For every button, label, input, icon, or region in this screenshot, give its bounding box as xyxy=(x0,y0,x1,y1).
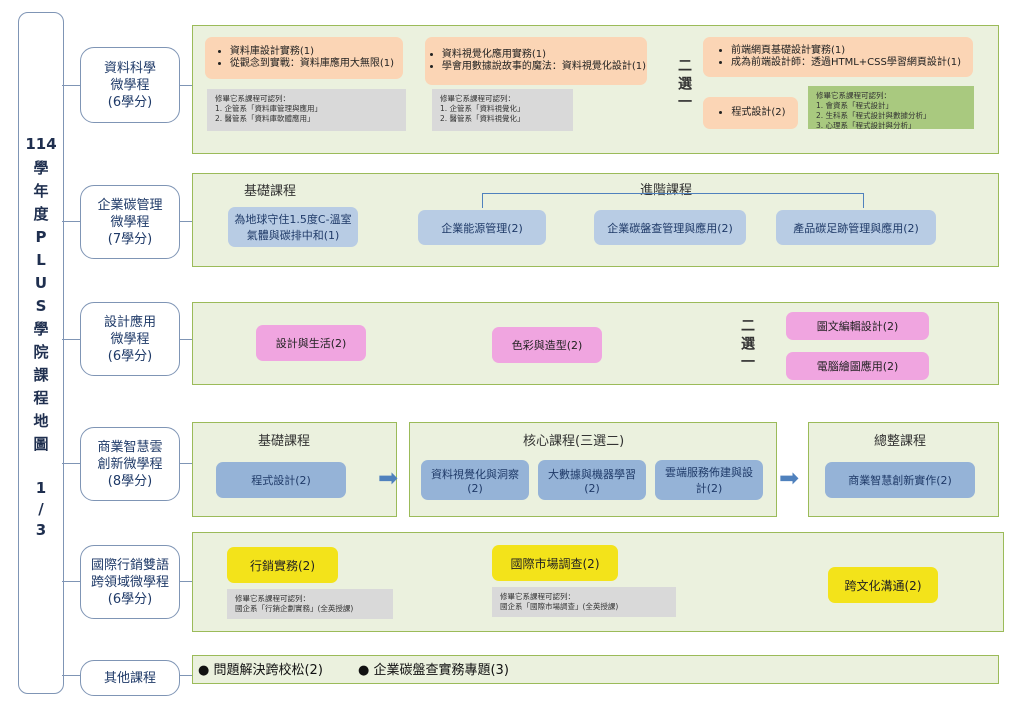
course: 從觀念到實戰：資料庫應用大無限(1) xyxy=(230,58,394,70)
course: 圖文編輯設計(2) xyxy=(786,312,929,340)
credit-note: 修畢它系課程可認列： 國企系「行銷企劃實務」(全英授課) xyxy=(227,589,393,619)
course: 國際市場調查(2) xyxy=(492,545,618,581)
course: 為地球守住1.5度C-溫室氣體與碳排中和(1) xyxy=(228,207,358,247)
program-other[interactable]: 其他課程 xyxy=(80,660,180,696)
title-text: 學年度PLUS學院課程地圖 xyxy=(33,159,49,453)
course: 企業碳盤查管理與應用(2) xyxy=(594,210,746,245)
basic-label: 基礎課程 xyxy=(258,434,311,449)
program-design[interactable]: 設計應用 微學程 (6學分) xyxy=(80,302,180,376)
course: 大數據與機器學習(2) xyxy=(538,460,646,500)
program-carbon[interactable]: 企業碳管理 微學程 (7學分) xyxy=(80,185,180,259)
course-group-database: 資料庫設計實務(1)從觀念到實戰：資料庫應用大無限(1) xyxy=(205,37,403,79)
course: 電腦繪圖應用(2) xyxy=(786,352,929,380)
credit-note: 修畢它系課程可認列： 1. 會資系「程式設計」 2. 生科系「程式設計與數據分析… xyxy=(808,86,974,130)
page-indicator: 1 / 3 xyxy=(35,479,47,539)
course: 行銷實務(2) xyxy=(227,547,338,583)
course-group-frontend: 前端網頁基礎設計實務(1)成為前端設計師：透過HTML+CSS學習網頁設計(1) xyxy=(703,37,973,77)
course: 設計與生活(2) xyxy=(256,325,366,361)
course: 跨文化溝通(2) xyxy=(828,567,938,603)
basic-label: 基礎課程 xyxy=(244,184,297,199)
program-intl[interactable]: 國際行銷雙語 跨領域微學程 (6學分) xyxy=(80,545,180,619)
course: 前端網頁基礎設計實務(1) xyxy=(731,45,961,57)
credit-note: 修畢它系課程可認列： 1. 企管系「資料視覺化」 2. 醫管系「資料視覺化」 xyxy=(432,89,573,131)
course-programming: 程式設計(2) xyxy=(703,97,798,129)
capstone-label: 總整課程 xyxy=(874,434,927,449)
course: 資料視覺化應用實務(1) xyxy=(442,49,646,61)
course: 商業智慧創新實作(2) xyxy=(825,462,975,498)
arrow-right-icon: ➡ xyxy=(378,464,399,492)
course: 色彩與造型(2) xyxy=(492,327,602,363)
course: 產品碳足跡管理與應用(2) xyxy=(776,210,936,245)
course: 程式設計(2) xyxy=(731,107,785,119)
course: 企業碳盤查實務專題(3) xyxy=(373,663,509,678)
title-box: 114 學年度PLUS學院課程地圖 1 / 3 xyxy=(18,12,64,694)
program-bi[interactable]: 商業智慧雲 創新微學程 (8學分) xyxy=(80,427,180,501)
choose-one-label: 二選一 xyxy=(739,318,755,372)
credit-note: 修畢它系課程可認列： 1. 企管系「資料庫管理與應用」 2. 醫管系「資料庫軟體… xyxy=(207,89,406,131)
title-year: 114 xyxy=(25,135,57,153)
course: 學會用數據說故事的魔法：資料視覺化設計(1) xyxy=(442,61,646,73)
course: 成為前端設計師：透過HTML+CSS學習網頁設計(1) xyxy=(731,57,961,69)
course: 雲端服務佈建與設計(2) xyxy=(655,460,763,500)
other-course: ● 問題解決跨校松(2) xyxy=(198,663,323,678)
core-label: 核心課程(三選二) xyxy=(523,434,625,449)
program-data-science[interactable]: 資料科學 微學程 (6學分) xyxy=(80,47,180,123)
course: 程式設計(2) xyxy=(216,462,346,498)
course: 企業能源管理(2) xyxy=(418,210,546,245)
course: 資料庫設計實務(1) xyxy=(230,46,394,58)
choose-one-label: 二選一 xyxy=(676,58,692,112)
other-course: ● 企業碳盤查實務專題(3) xyxy=(358,663,509,678)
credit-note: 修畢它系課程可認列： 國企系「國際市場調查」(全英授課) xyxy=(492,587,676,617)
course-group-visualization: 資料視覺化應用實務(1)學會用數據說故事的魔法：資料視覺化設計(1) xyxy=(425,37,647,85)
arrow-right-icon: ➡ xyxy=(779,464,800,492)
course: 問題解決跨校松(2) xyxy=(213,663,323,678)
advanced-label: 進階課程 xyxy=(640,183,693,198)
course: 資料視覺化與洞察(2) xyxy=(421,460,529,500)
panel-other xyxy=(192,655,999,684)
